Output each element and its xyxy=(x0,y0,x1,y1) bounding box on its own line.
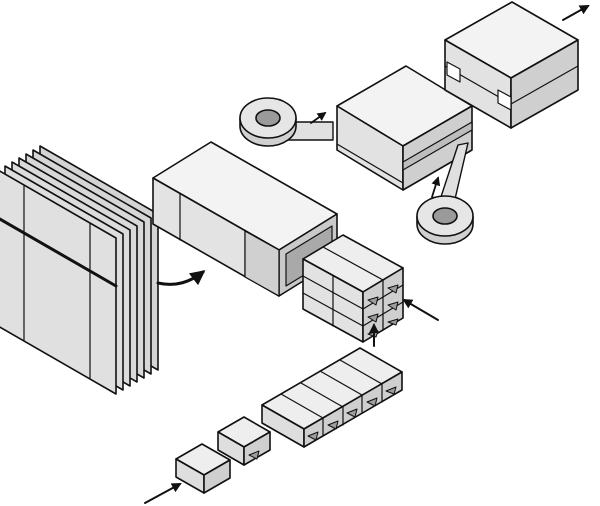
taped-carton xyxy=(336,65,473,191)
single-pack-small xyxy=(175,443,231,494)
pack-row xyxy=(261,347,403,448)
single-pack xyxy=(217,416,271,466)
pack-block xyxy=(302,234,404,343)
flow-arrow-pack-feed xyxy=(144,483,182,504)
tape-roll-upper xyxy=(239,97,334,147)
tape-roll-lower xyxy=(416,142,474,245)
stacked-sheets xyxy=(0,145,159,395)
flow-arrow-output xyxy=(562,5,590,21)
flow-arrow-sheets-to-carton xyxy=(156,270,206,286)
sleeve-side-flap xyxy=(244,230,280,297)
flow-arrow-block-feed xyxy=(402,298,439,321)
sheet-front xyxy=(0,170,118,395)
finished-carton xyxy=(444,1,579,129)
